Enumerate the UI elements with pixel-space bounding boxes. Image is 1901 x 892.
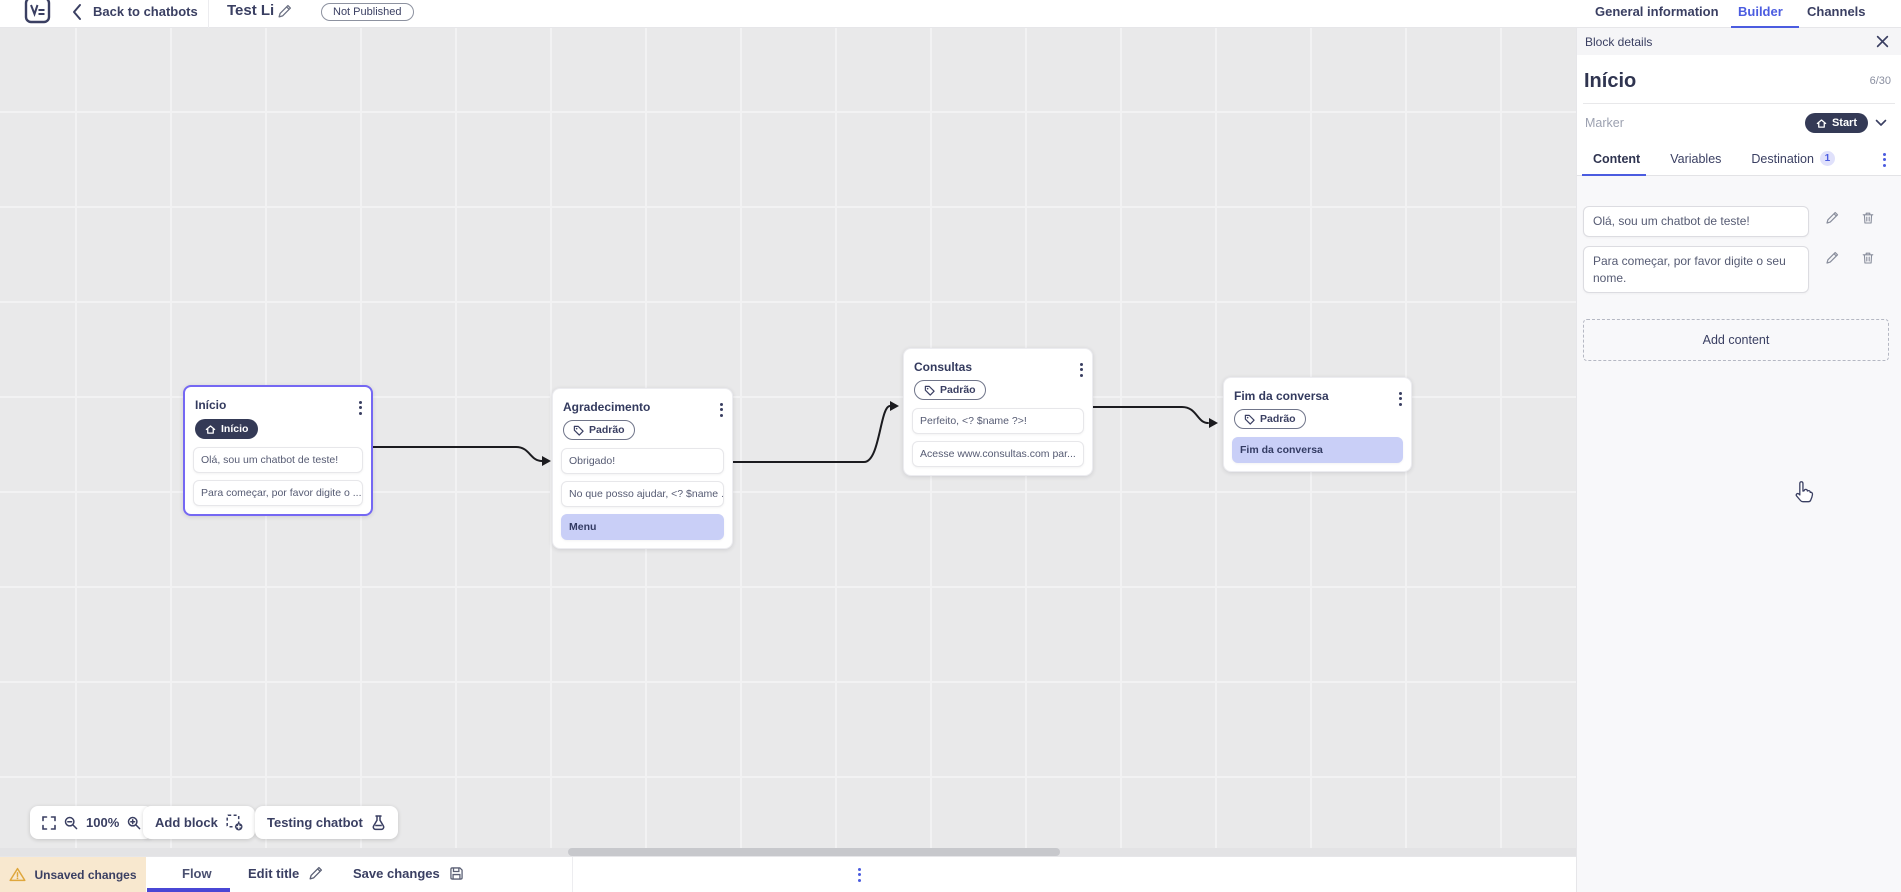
bottom-bar: Unsaved changes Flow Edit title Save cha… [0,856,1576,892]
add-block-icon [226,814,243,831]
node-message[interactable]: No que posso ajudar, <? $name ... [561,480,724,507]
flask-icon [371,814,386,831]
hand-pointer-cursor [1793,480,1817,512]
flow-canvas[interactable]: Início Início Olá, sou um chatbot de tes… [0,28,1576,856]
back-chevron-icon[interactable] [70,1,84,28]
tab-builder-active-underline [1731,26,1799,28]
tab-content-active-underline [1582,173,1646,176]
zoom-in-icon[interactable] [127,816,141,830]
char-counter: 6/30 [1869,75,1891,87]
node-tag-badge: Padrão [914,380,986,400]
publish-status-badge: Not Published [321,3,414,21]
canvas-horizontal-scrollbar-thumb[interactable] [568,848,1060,856]
flow-node-consultas[interactable]: Consultas Padrão Perfeito, <? $name ?>! … [903,348,1093,476]
flow-node-fim-da-conversa[interactable]: Fim da conversa Padrão Fim da conversa [1223,377,1412,472]
tab-general-information[interactable]: General information [1595,4,1719,19]
trash-icon[interactable] [1861,211,1875,225]
panel-divider [1583,103,1895,104]
tab-destination[interactable]: Destination 1 [1751,151,1835,166]
testing-chatbot-button[interactable]: Testing chatbot [255,806,398,839]
node-message[interactable]: Acesse www.consultas.com par... [912,440,1084,467]
node-message[interactable]: Olá, sou um chatbot de teste! [193,446,363,473]
bottom-bar-divider [572,857,573,892]
fit-screen-icon[interactable] [42,815,56,830]
save-changes-button[interactable]: Save changes [353,866,464,881]
add-content-button[interactable]: Add content [1583,319,1889,362]
top-bar: Back to chatbots Test Li Not Published G… [0,0,1901,28]
node-message[interactable]: Obrigado! [561,447,724,474]
marker-start-select[interactable]: Start [1804,113,1868,133]
block-name-input[interactable]: Início [1584,70,1637,92]
tab-flow-active-underline [147,888,230,892]
edit-pencil-icon[interactable] [1825,211,1839,225]
app-logo-icon[interactable] [24,0,51,25]
zoom-out-icon[interactable] [64,816,78,830]
node-tag-badge: Padrão [1234,409,1306,429]
node-menu-icon[interactable] [1399,389,1402,408]
warning-triangle-icon [9,867,27,882]
topbar-divider [208,0,209,28]
pencil-icon [308,866,323,881]
chatbot-title[interactable]: Test Li [227,2,275,19]
node-message-menu[interactable]: Menu [561,513,724,540]
chevron-down-icon[interactable] [1875,119,1887,127]
edit-title-pencil-icon[interactable] [277,4,292,24]
canvas-zoom-toolbar: 100% [30,806,154,839]
content-row: Para começar, por favor digite o seu nom… [1583,245,1889,294]
content-message-field[interactable]: Olá, sou um chatbot de teste! [1583,206,1809,237]
back-to-chatbots-link[interactable]: Back to chatbots [93,4,198,19]
tab-content[interactable]: Content [1593,151,1641,166]
close-icon[interactable] [1876,35,1889,48]
bottom-bar-menu-icon[interactable] [152,865,1567,884]
tab-builder[interactable]: Builder [1738,4,1783,19]
content-message-field[interactable]: Para começar, por favor digite o seu nom… [1583,245,1809,294]
tab-variables[interactable]: Variables [1670,151,1722,166]
flow-connectors [372,401,1218,466]
canvas-horizontal-scrollbar-track [0,848,1576,856]
trash-icon[interactable] [1861,251,1875,265]
node-message[interactable]: Para começar, por favor digite o ... [193,479,363,506]
panel-header: Block details [1577,28,1901,55]
edit-pencil-icon[interactable] [1825,251,1839,265]
node-start-marker: Início [195,419,259,439]
home-icon [205,424,216,434]
panel-header-title: Block details [1585,34,1653,49]
tag-icon [573,425,584,436]
block-details-panel: Block details Início 6/30 Marker Start C… [1576,28,1901,892]
node-message[interactable]: Perfeito, <? $name ?>! [912,407,1084,434]
tab-flow[interactable]: Flow [182,866,212,881]
unsaved-changes-badge: Unsaved changes [0,857,146,892]
node-title: Agradecimento [563,400,651,414]
add-block-button[interactable]: Add block [143,806,255,839]
tab-channels[interactable]: Channels [1807,4,1866,19]
marker-row: Marker Start [1577,104,1901,142]
zoom-level: 100% [86,815,120,830]
marker-label: Marker [1585,116,1624,130]
content-tab-panel: Olá, sou um chatbot de teste! Para começ… [1577,176,1901,892]
block-name-row: Início 6/30 [1577,55,1901,103]
node-title: Consultas [914,360,973,374]
panel-tabs-menu-icon[interactable] [1883,150,1886,169]
tag-icon [1244,414,1255,425]
node-menu-icon[interactable] [359,398,362,417]
node-title: Início [195,398,227,412]
content-row: Olá, sou um chatbot de teste! [1583,206,1889,237]
destination-count-badge: 1 [1819,151,1835,166]
node-message-end[interactable]: Fim da conversa [1232,436,1403,463]
floppy-disk-icon [449,866,464,881]
home-icon [1816,118,1827,128]
edit-title-button[interactable]: Edit title [248,866,323,881]
flow-node-inicio[interactable]: Início Início Olá, sou um chatbot de tes… [183,385,373,516]
panel-tabs: Content Variables Destination 1 [1577,142,1901,176]
node-title: Fim da conversa [1234,389,1329,403]
tag-icon [924,385,935,396]
node-tag-badge: Padrão [563,420,635,440]
node-menu-icon[interactable] [1080,360,1083,379]
node-menu-icon[interactable] [720,400,723,419]
flow-node-agradecimento[interactable]: Agradecimento Padrão Obrigado! No que po… [552,388,733,549]
